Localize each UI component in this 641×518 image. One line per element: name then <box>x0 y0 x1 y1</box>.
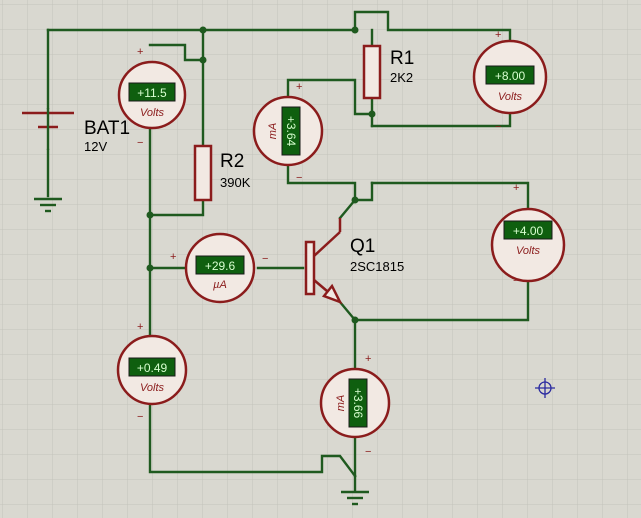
minus-terminal: − <box>365 446 371 458</box>
minus-terminal: − <box>296 172 302 184</box>
junction-dots <box>146 26 376 324</box>
voltmeter-base-emitter[interactable]: +0.49 Volts + − <box>116 321 188 423</box>
voltmeter-r1-reading: +8.00 <box>495 69 526 83</box>
junction-dot <box>199 26 207 34</box>
plus-terminal: + <box>365 353 371 365</box>
plus-terminal: + <box>296 81 302 93</box>
junction-dot <box>199 56 207 64</box>
battery[interactable] <box>22 108 74 150</box>
r2-name: R2 <box>220 151 244 172</box>
ground-symbol-battery <box>34 197 62 213</box>
junction-dot <box>146 211 154 219</box>
voltmeter-base-emitter-unit: Volts <box>140 382 165 394</box>
milliammeter-emitter-unit: mA <box>335 395 347 412</box>
r1-value: 2K2 <box>390 70 413 85</box>
microammeter-base[interactable]: +29.6 µA + − <box>170 232 268 304</box>
milliammeter-collector-reading: +3.64 <box>284 116 298 147</box>
minus-terminal: − <box>513 275 519 287</box>
crosshair-cursor-icon <box>535 378 555 398</box>
battery-name: BAT1 <box>84 118 130 139</box>
resistor-r2[interactable] <box>193 144 213 202</box>
voltmeter-supply-unit: Volts <box>140 107 165 119</box>
voltmeter-r1[interactable]: +8.00 Volts + − <box>472 29 548 133</box>
plus-terminal: + <box>137 321 143 333</box>
voltmeter-collector-emitter-reading: +4.00 <box>513 224 544 238</box>
milliammeter-emitter[interactable]: +3.66 mA + − <box>319 353 391 458</box>
transistor-q1[interactable] <box>304 218 343 305</box>
junction-dot <box>351 196 359 204</box>
voltmeter-r1-unit: Volts <box>498 91 523 103</box>
microammeter-base-reading: +29.6 <box>205 259 236 273</box>
plus-terminal: + <box>513 182 519 194</box>
voltmeter-supply[interactable]: +11.5 Volts + − <box>117 46 187 149</box>
junction-dot <box>146 264 154 272</box>
ground-symbol-emitter <box>341 490 369 506</box>
microammeter-base-unit: µA <box>213 279 227 291</box>
milliammeter-emitter-reading: +3.66 <box>351 388 365 419</box>
plus-terminal: + <box>495 29 501 41</box>
voltmeter-collector-emitter-unit: Volts <box>516 245 541 257</box>
minus-terminal: − <box>262 253 268 265</box>
plus-terminal: + <box>137 46 143 58</box>
junction-dot <box>351 26 359 34</box>
milliammeter-collector[interactable]: +3.64 mA + − <box>252 81 324 184</box>
junction-dot <box>351 316 359 324</box>
q1-value: 2SC1815 <box>350 259 404 274</box>
battery-value: 12V <box>84 139 107 154</box>
r1-name: R1 <box>390 48 414 69</box>
minus-terminal: − <box>137 411 143 423</box>
voltmeter-collector-emitter[interactable]: +4.00 Volts + − <box>490 182 566 287</box>
minus-terminal: − <box>495 121 501 133</box>
q1-name: Q1 <box>350 236 375 257</box>
resistor-r1[interactable] <box>362 44 382 100</box>
plus-terminal: + <box>170 251 176 263</box>
junction-dot <box>368 110 376 118</box>
minus-terminal: − <box>137 137 143 149</box>
voltmeter-supply-reading: +11.5 <box>137 86 167 100</box>
milliammeter-collector-unit: mA <box>267 123 279 140</box>
r2-value: 390K <box>220 175 251 190</box>
voltmeter-base-emitter-reading: +0.49 <box>137 361 168 375</box>
